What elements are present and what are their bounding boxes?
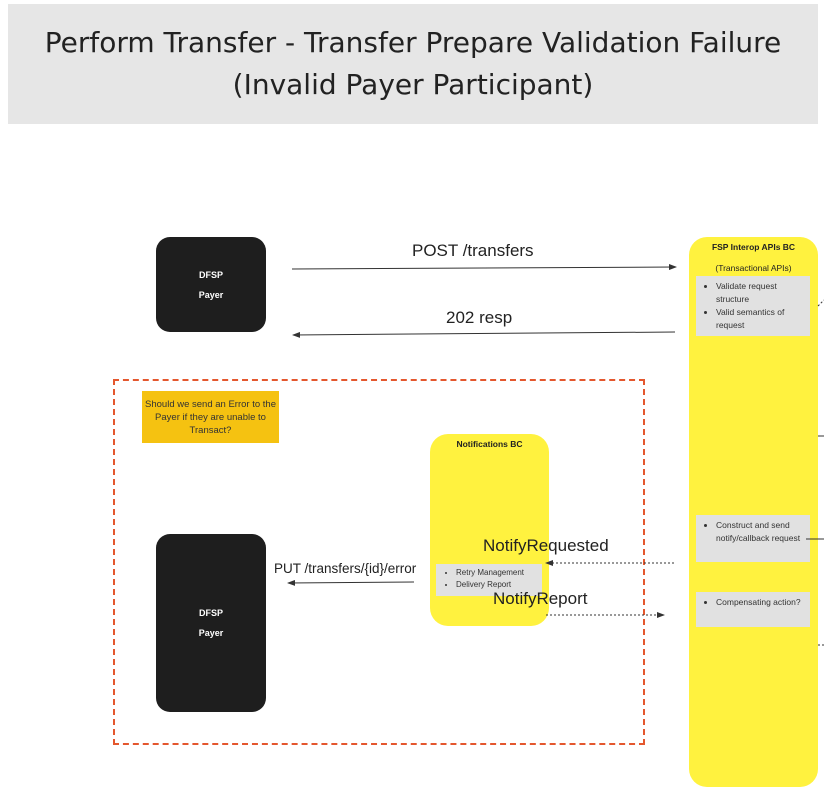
validation-steps-box: Validate request structure Valid semanti… xyxy=(696,276,810,336)
diagram-title-line-2: (Invalid Payer Participant) xyxy=(232,68,594,101)
validation-step-semantics: Valid semantics of request xyxy=(716,306,804,332)
notifications-item-delivery: Delivery Report xyxy=(456,579,536,591)
question-note: Should we send an Error to the Payer if … xyxy=(142,391,279,443)
post-transfers-label: POST /transfers xyxy=(412,241,534,260)
payer-participant-top[interactable]: DFSP Payer xyxy=(156,237,266,332)
notify-requested-label: NotifyRequested xyxy=(483,536,609,555)
offscreen-connector-1 xyxy=(817,299,824,307)
payer-top-role: Payer xyxy=(198,289,224,300)
fsp-interop-bc-subtitle: (Transactional APIs) xyxy=(715,263,792,273)
notifications-bc-title: Notifications BC xyxy=(456,439,523,449)
put-error-label: PUT /transfers/{id}/error xyxy=(274,561,417,576)
resp-202-arrow xyxy=(292,331,676,338)
compensating-action-step: Compensating action? xyxy=(716,596,804,609)
payer-top-name: DFSP xyxy=(198,269,223,280)
notify-callback-box: Construct and send notify/callback reque… xyxy=(696,515,810,562)
notifications-bc-items-box: Retry Management Delivery Report xyxy=(436,564,542,596)
notifications-item-retry: Retry Management xyxy=(456,567,536,579)
error-scenario-region xyxy=(113,379,645,745)
question-note-text: Should we send an Error to the Payer if … xyxy=(145,398,276,436)
post-transfers-arrow xyxy=(291,264,677,271)
put-error-arrow xyxy=(287,579,415,586)
validation-step-structure: Validate request structure xyxy=(716,280,804,306)
payer-bottom-role: Payer xyxy=(198,628,224,638)
diagram-title-line-1: Perform Transfer - Transfer Prepare Vali… xyxy=(44,26,782,59)
notify-report-label: NotifyReport xyxy=(493,589,588,608)
resp-202-label: 202 resp xyxy=(446,308,513,327)
compensating-action-box: Compensating action? xyxy=(696,592,810,627)
fsp-interop-bc-title: FSP Interop APIs BC xyxy=(711,242,796,252)
payer-participant-bottom[interactable]: DFSP Payer xyxy=(156,534,266,712)
payer-bottom-name: DFSP xyxy=(198,608,223,618)
notify-callback-step: Construct and send notify/callback reque… xyxy=(716,519,804,545)
diagram-title-box: Perform Transfer - Transfer Prepare Vali… xyxy=(8,4,818,124)
